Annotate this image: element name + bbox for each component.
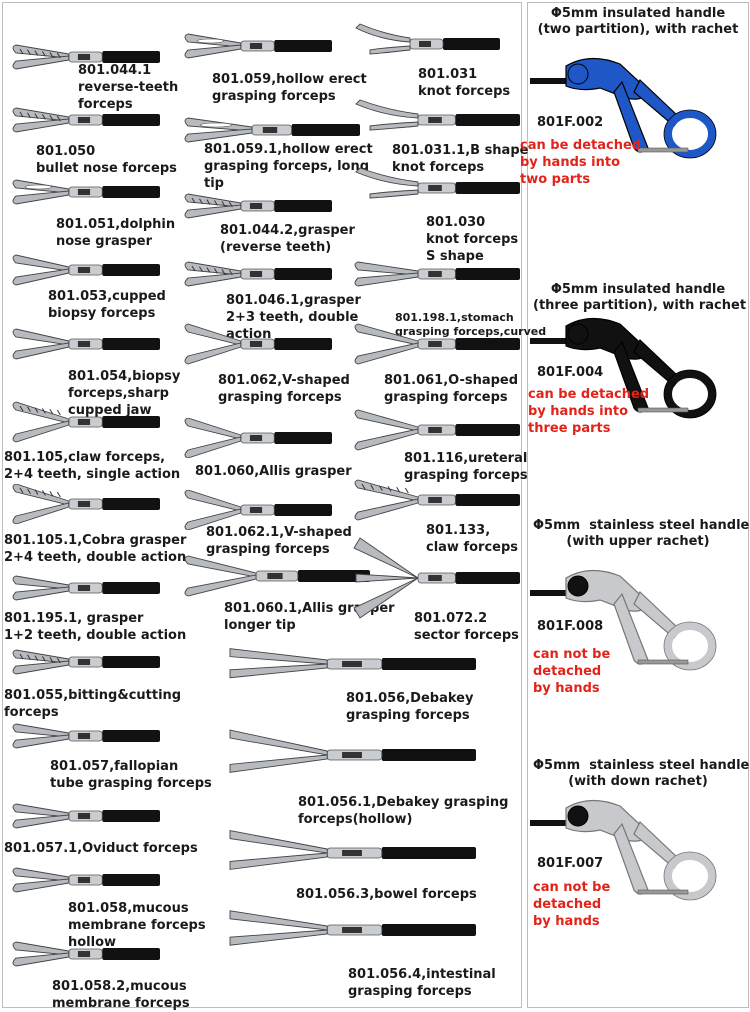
instrument-label: 801.057,fallopian tube grasping forceps (50, 759, 212, 791)
instrument-image (229, 830, 476, 870)
instrument-label: 801.056.3,bowel forceps (296, 887, 477, 902)
instrument-image (184, 555, 370, 597)
instrument-label: 801.060.1,Allis grasper longer tip (224, 601, 395, 633)
instrument-image (12, 401, 160, 443)
instrument-label: 801.058,mucous membrane forceps hollow (68, 901, 206, 950)
instrument-image (184, 33, 332, 59)
instrument-image (184, 117, 360, 143)
instrument-label: 801.058.2,mucous membrane forceps (52, 979, 190, 1011)
handle-image (530, 317, 717, 419)
instrument-image (12, 867, 160, 893)
instrument-label: 801.056,Debakey grasping forceps (346, 691, 474, 723)
instrument-image (184, 261, 332, 287)
instrument-image (184, 193, 332, 219)
instrument-image (12, 179, 160, 205)
instrument-image (354, 261, 520, 287)
instrument-label: 801.053,cupped biopsy forceps (48, 289, 166, 321)
instrument-image (12, 649, 160, 675)
instrument-label: 801.062.1,V-shaped grasping forceps (206, 525, 352, 557)
instrument-label: 801.051,dolphin nose grasper (56, 217, 176, 249)
instrument-image (354, 479, 520, 521)
instrument-label: 801.044.2,grasper (reverse teeth) (220, 223, 355, 255)
instrument-label: 801.030 knot forceps S shape (426, 215, 519, 264)
handle-detach-note: can be detached by hands into three part… (528, 387, 650, 436)
instrument-image (229, 910, 476, 946)
handle-code: 801F.007 (537, 856, 604, 871)
instrument-label: 801.195.1, grasper 1+2 teeth, double act… (4, 611, 187, 643)
instrument-label: 801.061,O-shaped grasping forceps (384, 373, 519, 405)
instrument-label: 801.056.1,Debakey grasping forceps(hollo… (298, 795, 509, 827)
handle-image (530, 799, 717, 901)
instrument-label: 801.057.1,Oviduct forceps (4, 841, 198, 856)
instrument-label: 801.133, claw forceps (426, 523, 519, 555)
instrument-image (184, 490, 332, 530)
handle-image (530, 569, 717, 671)
instrument-image (12, 254, 160, 286)
instrument-label: 801.046.1,grasper 2+3 teeth, double acti… (226, 293, 361, 342)
instrument-image (184, 323, 332, 365)
instrument-label: 801.060,Allis grasper (195, 464, 352, 479)
instrument-image (184, 418, 332, 458)
instrument-image (229, 648, 476, 679)
instrument-image (12, 484, 160, 524)
instrument-label: 801.044.1 reverse-teeth forceps (78, 63, 179, 112)
instrument-label: 801.056.4,intestinal grasping forceps (348, 967, 496, 999)
instrument-image (12, 328, 160, 360)
instrument-label: 801.059,hollow erect grasping forceps (212, 72, 367, 104)
instrument-label: 801.031.1,B shape knot forceps (392, 143, 529, 175)
handle-title: Φ5mm insulated handle (three partition),… (533, 282, 747, 313)
instrument-image (355, 23, 500, 55)
instrument-label: 801.062,V-shaped grasping forceps (218, 373, 350, 405)
instrument-label: 801.055,bitting&cutting forceps (4, 688, 182, 720)
handle-title: Φ5mm stainless steel handle (with upper … (533, 518, 750, 549)
instrument-label: 801.031 knot forceps (418, 67, 511, 99)
instrument-label: 801.198.1,stomach grasping forceps,curve… (395, 311, 547, 338)
instrument-label: 801.054,biopsy forceps,sharp cupped jaw (68, 369, 181, 418)
instrument-image (12, 44, 160, 70)
instrument-label: 801.050 bullet nose forceps (36, 144, 177, 176)
instrument-image (353, 537, 520, 619)
instrument-label: 801.059.1,hollow erect grasping forceps,… (204, 142, 373, 191)
instrument-image (354, 323, 520, 365)
handle-code: 801F.008 (537, 619, 604, 634)
instrument-image (229, 729, 476, 773)
handle-image (530, 57, 717, 159)
instrument-image (12, 723, 160, 749)
handle-code: 801F.004 (537, 365, 604, 380)
instrument-image (12, 575, 160, 601)
instrument-image (12, 107, 160, 133)
instrument-label: 801.072.2 sector forceps (414, 611, 519, 643)
instrument-label: 801.105.1,Cobra grasper 2+4 teeth, doubl… (4, 533, 187, 565)
instrument-image (355, 99, 520, 131)
handle-code: 801F.002 (537, 115, 604, 130)
instrument-image (355, 167, 520, 199)
handle-detach-note: can not be detached by hands (533, 880, 611, 929)
handle-detach-note: can not be detached by hands (533, 647, 611, 696)
instrument-image (12, 941, 160, 967)
instrument-image (12, 803, 160, 829)
instrument-image (354, 409, 520, 451)
handle-title: Φ5mm insulated handle (two partition), w… (537, 6, 739, 37)
handle-title: Φ5mm stainless steel handle (with down r… (533, 758, 750, 789)
handle-detach-note: can be detached by hands into two parts (520, 138, 642, 187)
instrument-label: 801.105,claw forceps, 2+4 teeth, single … (4, 450, 181, 482)
instrument-label: 801.116,ureteral grasping forceps (404, 451, 528, 483)
